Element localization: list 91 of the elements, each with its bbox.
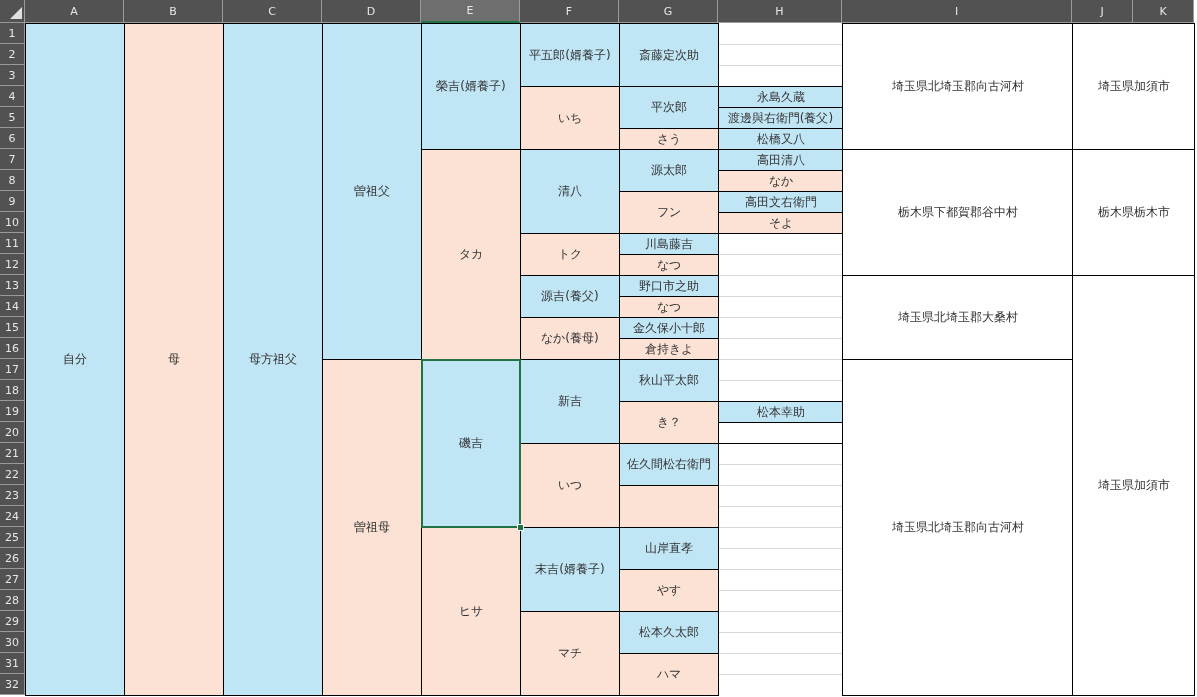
name-cell: タカ	[421, 149, 521, 360]
name-cell: 清八	[520, 149, 620, 234]
row-header: 9	[0, 191, 25, 212]
name-cell: 山岸直孝	[619, 527, 719, 570]
name-cell: 松本久太郎	[619, 611, 719, 654]
row-header: 32	[0, 674, 25, 695]
name-cell: 松本幸助	[718, 401, 843, 423]
row-header: 27	[0, 569, 25, 590]
name-cell: 川島藤吉	[619, 233, 719, 255]
row-header: 16	[0, 338, 25, 359]
row-header: 28	[0, 590, 25, 611]
name-cell: やす	[619, 569, 719, 612]
row-header: 4	[0, 86, 25, 107]
name-cell: 高田文右衛門	[718, 191, 843, 213]
row-header: 14	[0, 296, 25, 317]
place-cell: 埼玉県加須市	[1072, 23, 1195, 150]
column-header: D	[322, 0, 421, 23]
row-header: 11	[0, 233, 25, 254]
row-header: 8	[0, 170, 25, 191]
row-header: 25	[0, 527, 25, 548]
name-cell: 平次郎	[619, 86, 719, 129]
name-cell: なつ	[619, 296, 719, 318]
name-cell: なつ	[619, 254, 719, 276]
name-cell: 母	[124, 23, 224, 696]
row-header: 22	[0, 464, 25, 485]
row-header: 21	[0, 443, 25, 464]
name-cell: なか(養母)	[520, 317, 620, 360]
column-header: J	[1072, 0, 1133, 23]
column-header: H	[718, 0, 842, 23]
name-cell: 曽祖母	[322, 359, 422, 696]
name-cell: 倉持きよ	[619, 338, 719, 360]
column-header: K	[1133, 0, 1194, 23]
column-header: E	[421, 0, 520, 23]
row-header: 15	[0, 317, 25, 338]
name-cell: トク	[520, 233, 620, 276]
column-header: G	[619, 0, 718, 23]
name-cell: 金久保小十郎	[619, 317, 719, 339]
name-cell: フン	[619, 191, 719, 234]
name-cell: 母方祖父	[223, 23, 323, 696]
column-header: I	[842, 0, 1072, 23]
name-cell: ハマ	[619, 653, 719, 696]
row-header: 30	[0, 632, 25, 653]
row-header: 23	[0, 485, 25, 506]
name-cell: なか	[718, 170, 843, 192]
name-cell: マチ	[520, 611, 620, 696]
name-cell: 源太郎	[619, 149, 719, 192]
name-cell: さう	[619, 128, 719, 150]
name-cell: そよ	[718, 212, 843, 234]
name-cell: 渡邊與右衛門(養父)	[718, 107, 843, 129]
name-cell: いち	[520, 86, 620, 150]
row-header: 12	[0, 254, 25, 275]
name-cell: 磯吉	[421, 359, 521, 528]
name-cell: 末吉(婿養子)	[520, 527, 620, 612]
row-header: 10	[0, 212, 25, 233]
name-cell: 新吉	[520, 359, 620, 444]
name-cell: 永島久蔵	[718, 86, 843, 108]
row-header: 20	[0, 422, 25, 443]
row-header: 24	[0, 506, 25, 527]
column-header: F	[520, 0, 619, 23]
name-cell: ヒサ	[421, 527, 521, 696]
name-cell: 野口市之助	[619, 275, 719, 297]
row-header: 7	[0, 149, 25, 170]
row-header: 6	[0, 128, 25, 149]
row-header: 2	[0, 44, 25, 65]
place-cell: 埼玉県加須市	[1072, 275, 1195, 696]
name-cell: 斎藤定次助	[619, 23, 719, 87]
name-cell: 平五郎(婿養子)	[520, 23, 620, 87]
name-cell: き？	[619, 401, 719, 444]
name-cell: 源吉(養父)	[520, 275, 620, 318]
row-header: 1	[0, 23, 25, 44]
name-cell: 自分	[25, 23, 125, 696]
name-cell: 秋山平太郎	[619, 359, 719, 402]
name-cell: 曽祖父	[322, 23, 422, 360]
row-header: 19	[0, 401, 25, 422]
row-header: 26	[0, 548, 25, 569]
row-header: 29	[0, 611, 25, 632]
column-header: C	[223, 0, 322, 23]
row-header: 18	[0, 380, 25, 401]
row-header: 31	[0, 653, 25, 674]
place-cell: 埼玉県北埼玉郡向古河村	[842, 359, 1073, 696]
row-header: 3	[0, 65, 25, 86]
name-cell: 榮吉(婿養子)	[421, 23, 521, 150]
name-cell: 松橋又八	[718, 128, 843, 150]
row-header: 17	[0, 359, 25, 380]
column-header: A	[25, 0, 124, 23]
row-header: 5	[0, 107, 25, 128]
row-header: 13	[0, 275, 25, 296]
name-cell: いつ	[520, 443, 620, 528]
name-cell: 高田清八	[718, 149, 843, 171]
column-header: B	[124, 0, 223, 23]
name-cell: 佐久間松右衛門	[619, 443, 719, 486]
